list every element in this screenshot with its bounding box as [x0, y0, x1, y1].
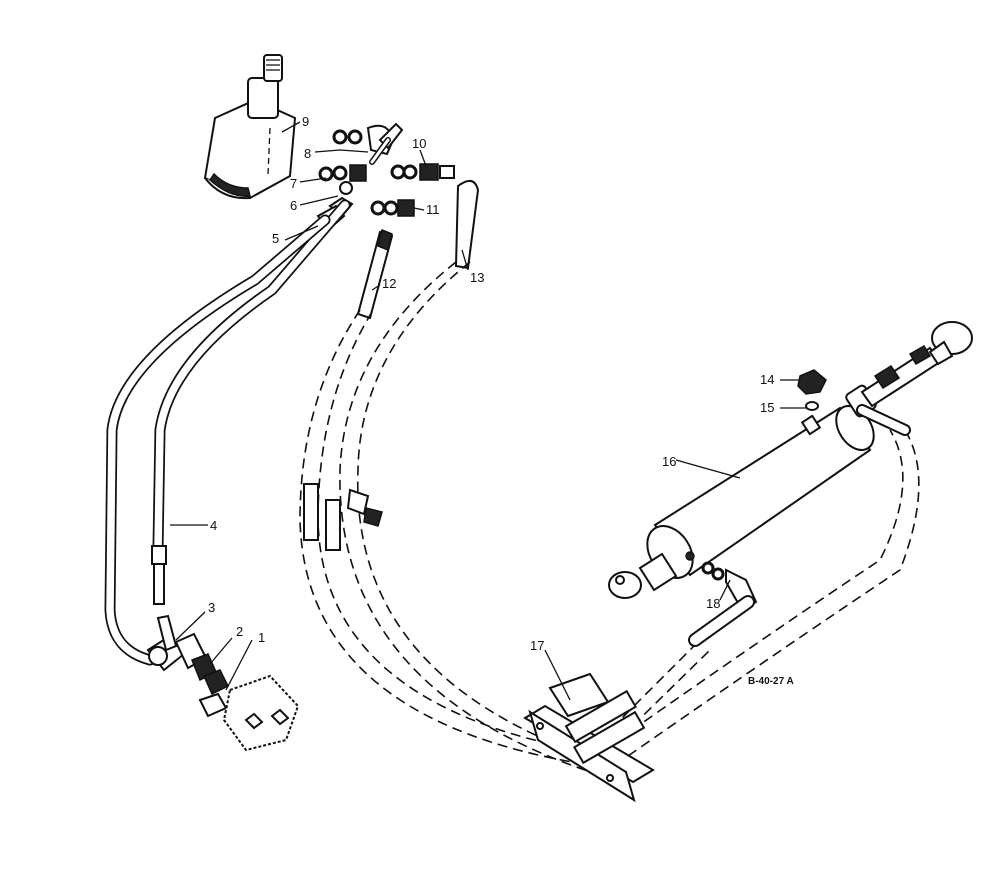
pipe-nut-4: [151, 545, 167, 605]
callout-12: 12: [382, 276, 396, 291]
steering-hand-pump: [203, 54, 297, 200]
elbow-fitting-18: [688, 561, 758, 647]
callout-16: 16: [662, 454, 676, 469]
callout-9: 9: [302, 114, 309, 129]
callout-8: 8: [304, 146, 311, 161]
callout-5: 5: [272, 231, 279, 246]
flexible-hose-13: [454, 179, 480, 270]
rigid-pipe-5: [104, 214, 331, 666]
rigid-pipe-4: [152, 199, 351, 554]
callout-4: 4: [210, 518, 217, 533]
callout-7: 7: [290, 176, 297, 191]
callout-15: 15: [760, 400, 774, 415]
hose-bracket: [523, 672, 655, 803]
callout-11: 11: [426, 202, 440, 217]
control-valve: [146, 614, 300, 752]
callout-13: 13: [470, 270, 484, 285]
callout-18: 18: [706, 596, 720, 611]
flexible-hose-12: [356, 228, 394, 320]
callout-3: 3: [208, 600, 215, 615]
callout-10: 10: [412, 136, 426, 151]
dashed-hose-routes: [299, 261, 920, 776]
callout-17: 17: [530, 638, 544, 653]
figure-code: B-40-27 A: [748, 676, 794, 687]
steering-cylinder: [608, 321, 973, 599]
callout-6: 6: [290, 198, 297, 213]
callout-1: 1: [258, 630, 265, 645]
callout-2: 2: [236, 624, 243, 639]
breather-cap-14: [797, 369, 827, 395]
washer-15: [805, 401, 819, 411]
leader-lines: [170, 121, 806, 701]
callout-14: 14: [760, 372, 774, 387]
callouts: 1 2 3 4 5 6 7 8 9 10 11 12 13 14 15 16 1…: [208, 114, 774, 653]
